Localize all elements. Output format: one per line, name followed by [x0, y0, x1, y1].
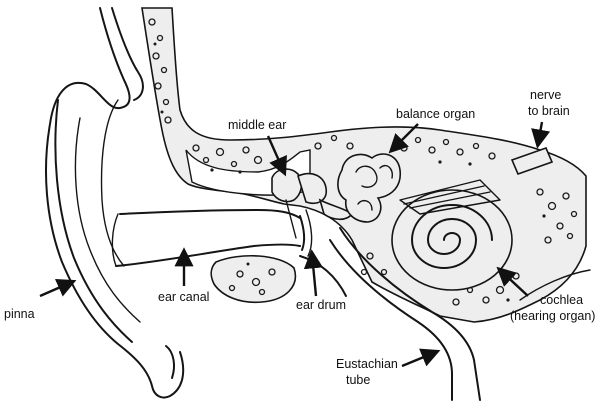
label-ear-canal: ear canal — [158, 290, 209, 304]
label-middle-ear: middle ear — [228, 118, 286, 132]
pinna-arrow — [40, 282, 72, 296]
label-nerve-line2: to brain — [528, 104, 570, 118]
ear-drum-arrow — [312, 254, 316, 296]
tissue-blob — [211, 256, 295, 303]
label-cochlea-line2: (hearing organ) — [510, 309, 595, 323]
label-cochlea-line1: cochlea — [540, 293, 583, 307]
eustachian-tube-arrow — [402, 352, 436, 366]
label-eustachian-line1: Eustachian — [336, 357, 398, 371]
label-pinna: pinna — [4, 307, 35, 321]
label-balance-organ: balance organ — [396, 107, 475, 121]
ear-drum-shape — [300, 210, 312, 256]
label-eustachian-line2: tube — [346, 373, 370, 387]
label-ear-drum: ear drum — [296, 298, 346, 312]
label-nerve-line1: nerve — [530, 88, 561, 102]
nerve-arrow — [538, 122, 542, 144]
